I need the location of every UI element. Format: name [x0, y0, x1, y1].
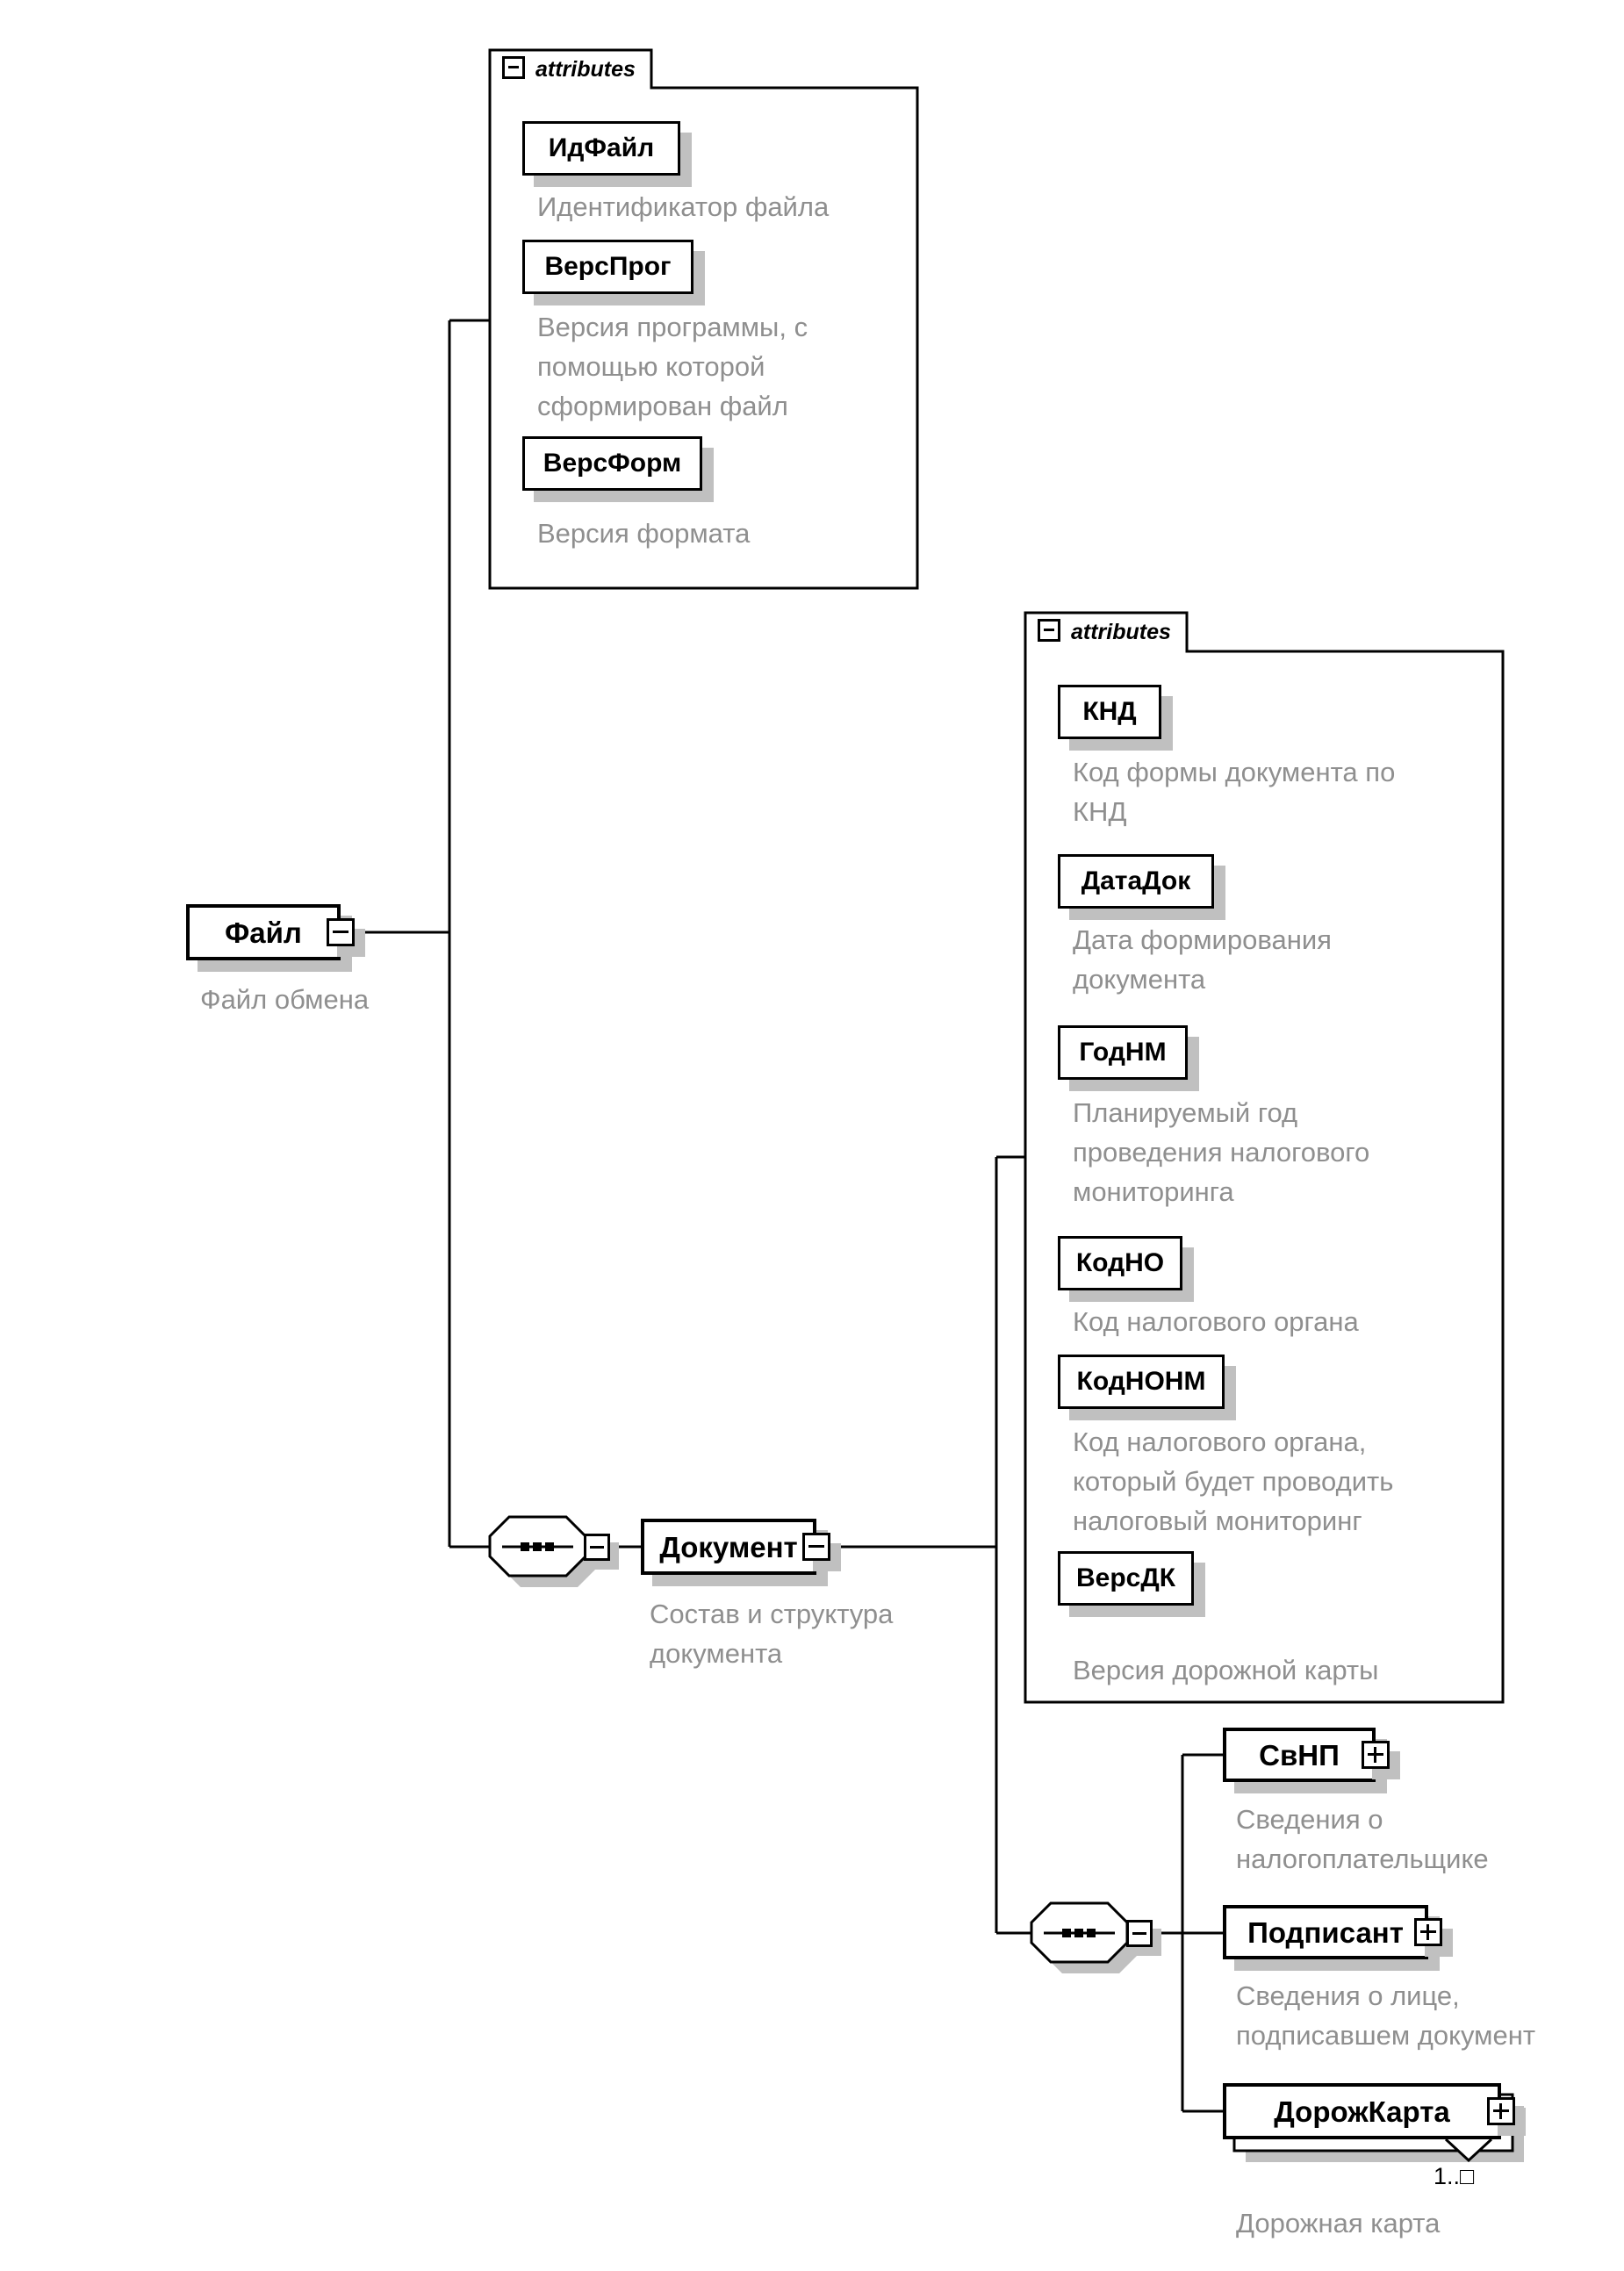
occurrence-dorozhkarta: 1..□ — [1434, 2163, 1475, 2189]
annotation-podpisant: Сведения о лице, подписавшем документ — [1236, 1980, 1536, 2051]
expand-toggle-dorozhkarta-icon[interactable] — [1487, 2097, 1515, 2125]
attribute-knd[interactable]: КНД — [1058, 685, 1161, 739]
annotation-kodnonm: Код налогового органа, который будет про… — [1073, 1427, 1394, 1536]
collapse-toggle-file-icon[interactable] — [327, 918, 355, 946]
collapse-toggle-sequence-1-icon[interactable] — [584, 1534, 610, 1561]
annotation-idfile: Идентификатор файла — [537, 191, 830, 222]
attribute-versprog[interactable]: ВерсПрог — [522, 240, 693, 294]
annotation-datadok: Дата формирования документа — [1073, 924, 1332, 995]
file-attributes-label: attributes — [535, 57, 636, 82]
annotation-dorozhkarta: Дорожная карта — [1236, 2208, 1441, 2239]
element-file[interactable]: Файл — [186, 904, 341, 960]
attribute-idfile[interactable]: ИдФайл — [522, 121, 680, 176]
expand-toggle-svnp-icon[interactable] — [1362, 1741, 1390, 1769]
collapse-toggle-file-attributes-icon[interactable] — [502, 56, 525, 79]
annotation-knd: Код формы документа по КНД — [1073, 757, 1396, 827]
document-attributes-label: attributes — [1071, 620, 1171, 644]
attribute-godnm[interactable]: ГодНМ — [1058, 1025, 1188, 1080]
collapse-toggle-document-icon[interactable] — [802, 1533, 830, 1561]
annotation-versprog: Версия программы, с помощью которой сфор… — [537, 312, 808, 421]
annotation-versform: Версия формата — [537, 518, 751, 549]
expand-toggle-podpisant-icon[interactable] — [1414, 1918, 1442, 1946]
annotation-versdk: Версия дорожной карты — [1073, 1655, 1379, 1685]
attribute-kodnonm[interactable]: КодНОНМ — [1058, 1355, 1225, 1409]
connector-lines — [355, 319, 1223, 2113]
annotation-document: Состав и структура документа — [650, 1599, 894, 1669]
repeat-chevron-icon — [1444, 2138, 1493, 2163]
sequence-1-icon — [502, 1542, 573, 1551]
attribute-datadok[interactable]: ДатаДок — [1058, 854, 1214, 909]
annotation-file: Файл обмена — [200, 984, 370, 1015]
attribute-versdk[interactable]: ВерсДК — [1058, 1551, 1194, 1606]
sequence-2-icon — [1044, 1929, 1115, 1937]
element-podpisant[interactable]: Подписант — [1223, 1905, 1428, 1959]
element-svnp[interactable]: СвНП — [1223, 1728, 1376, 1782]
attribute-versform[interactable]: ВерсФорм — [522, 436, 702, 491]
attribute-kodno[interactable]: КодНО — [1058, 1236, 1182, 1290]
annotation-kodno: Код налогового органа — [1073, 1306, 1359, 1337]
element-document[interactable]: Документ — [641, 1519, 816, 1575]
annotation-svnp: Сведения о налогоплательщике — [1236, 1804, 1489, 1874]
element-dorozhkarta[interactable]: ДорожКарта — [1223, 2083, 1501, 2139]
collapse-toggle-sequence-2-icon[interactable] — [1126, 1920, 1153, 1947]
collapse-toggle-document-attributes-icon[interactable] — [1038, 619, 1060, 642]
annotation-godnm: Планируемый год проведения налогового мо… — [1073, 1097, 1370, 1207]
